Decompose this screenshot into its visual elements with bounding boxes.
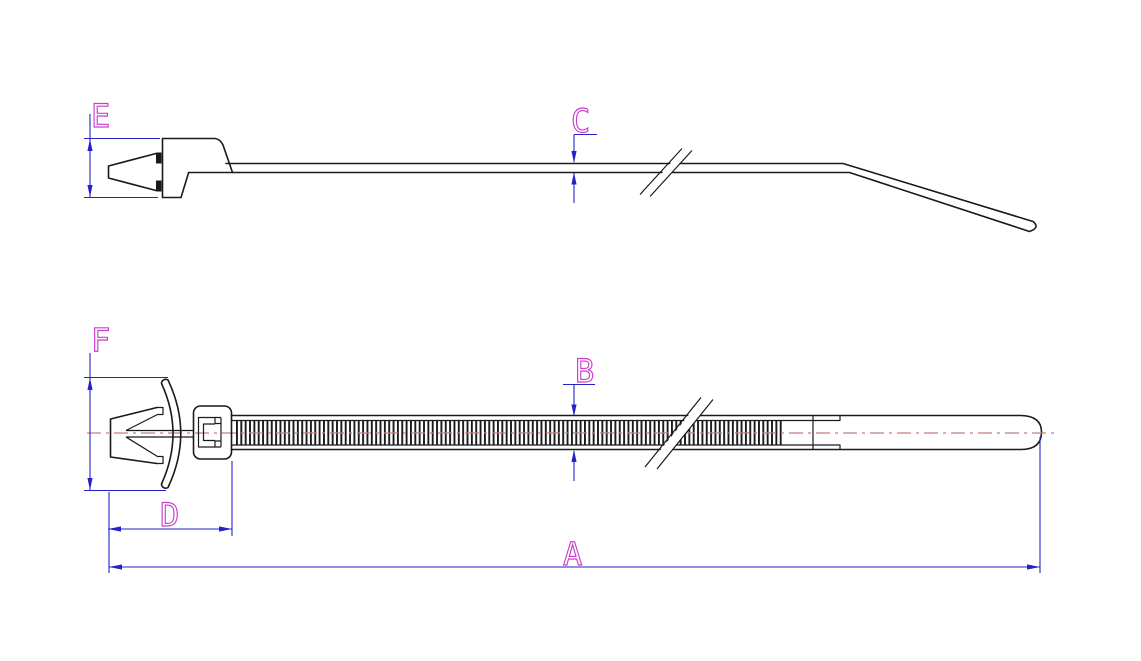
dimension-d-arrow-left — [108, 526, 121, 532]
side-view-mount-outline — [107, 152, 157, 192]
plan-view-break-mask — [646, 398, 712, 470]
dimension-f-extension-lines — [84, 376, 168, 492]
side-view-break-mask — [642, 149, 691, 197]
dimension-c-arrow-up — [571, 172, 577, 185]
dimension-e-extension-lines — [84, 137, 160, 199]
dimension-label-d: D — [160, 496, 179, 534]
dimension-e-arrow-down — [87, 185, 93, 197]
plan-view-head-block — [192, 405, 233, 460]
dimension-f-arrow-up — [87, 378, 93, 390]
side-view-strap-outline — [187, 162, 1037, 233]
dimension-c: C — [570, 101, 597, 203]
dimension-label-a: A — [563, 535, 582, 573]
dimension-b-arrow-up — [571, 450, 577, 462]
plan-view-pawl-window — [197, 416, 222, 448]
dimension-d-arrow-right — [219, 526, 232, 532]
plan-view-strap-outline — [230, 414, 1043, 451]
dimension-a: A — [108, 437, 1041, 574]
dimension-label-e: E — [91, 97, 110, 135]
dimension-c-leader — [573, 133, 597, 203]
dimension-f: F — [84, 320, 168, 492]
dimension-b-arrow-down — [571, 404, 577, 417]
plan-view-mount-outline — [109, 406, 158, 465]
dimension-a-arrow-right — [1027, 564, 1040, 570]
side-view-break-icon — [639, 148, 693, 197]
dimension-e: E — [84, 96, 160, 199]
side-view-mount-notch-top — [156, 152, 162, 164]
dimension-label-b: B — [575, 352, 594, 390]
plan-view — [87, 378, 1054, 489]
dimension-c-arrow-down — [571, 151, 577, 163]
dimension-e-arrow-up — [87, 139, 93, 151]
dimension-a-arrow-left — [109, 564, 122, 570]
side-view-head-outline — [161, 137, 234, 199]
dimension-b: B — [563, 351, 595, 481]
plan-view-break-icon — [644, 397, 714, 470]
side-view-mount-notch-bottom — [156, 180, 162, 192]
dimension-label-f: F — [91, 321, 110, 359]
plan-view-wing-outline — [160, 378, 182, 489]
dimension-a-extension-lines — [108, 437, 1041, 573]
dimension-label-c: C — [571, 102, 590, 140]
dimension-f-arrow-down — [87, 478, 93, 490]
dimension-d: D — [108, 461, 233, 536]
plan-view-mount-barbs — [125, 406, 193, 465]
side-view — [107, 137, 1037, 233]
